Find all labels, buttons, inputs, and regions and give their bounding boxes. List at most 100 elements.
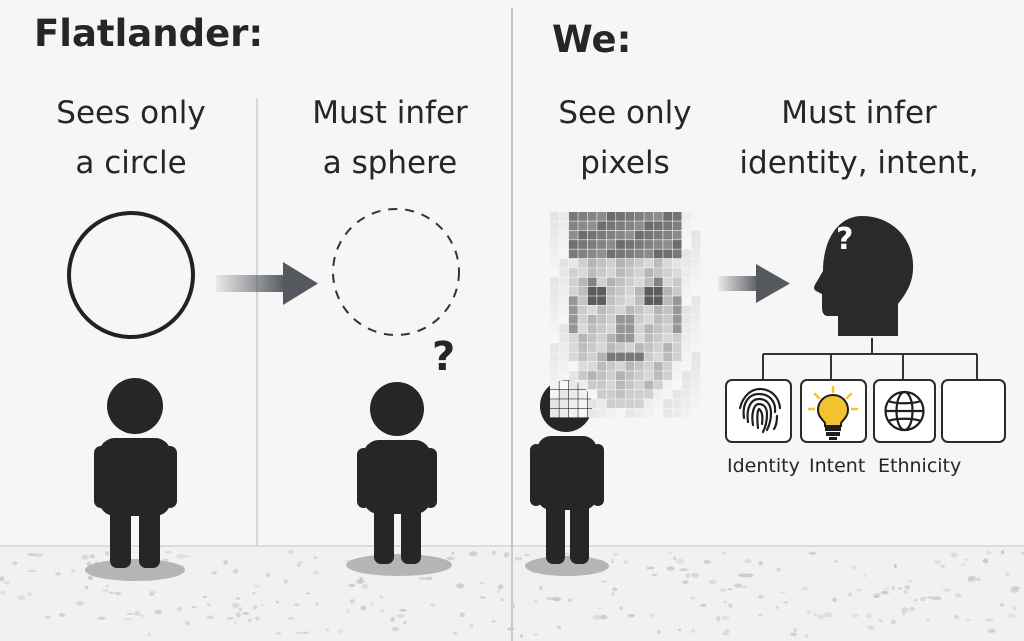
face-pixel: [625, 230, 635, 240]
face-pixel: [672, 333, 682, 343]
face-pixel: [653, 296, 663, 306]
face-pixel: [568, 361, 578, 371]
face-pixel: [616, 296, 625, 306]
face-pixel: [672, 305, 682, 315]
ground-speckle: [3, 580, 11, 585]
face-pixel: [691, 399, 701, 409]
face-pixel: [644, 343, 654, 352]
face-pixel: [672, 352, 682, 362]
face-pixel: [691, 305, 701, 315]
face-pixel: [587, 277, 597, 287]
face-pixel: [691, 361, 701, 371]
ground-speckle: [162, 558, 169, 562]
ground-speckle: [901, 607, 909, 613]
ground-speckle: [260, 603, 265, 606]
face-pixel: [616, 389, 625, 399]
face-pixel: [616, 343, 625, 352]
face-pixel: [682, 315, 691, 324]
face-pixel: [606, 324, 616, 334]
face-pixel: [634, 315, 644, 324]
face-pixel: [559, 277, 569, 287]
ground-speckle: [719, 588, 727, 592]
face-pixel: [597, 212, 607, 221]
face-pixel: [634, 230, 644, 240]
ground-speckle: [673, 556, 677, 561]
ground-speckle: [950, 552, 959, 558]
question-mark-icon: ?: [432, 334, 456, 380]
ground-speckle: [287, 549, 294, 555]
ground-speckle: [646, 566, 655, 570]
face-pixel: [653, 371, 663, 380]
ground-speckle: [349, 598, 355, 604]
ground-speckle: [628, 613, 635, 618]
face-pixel: [616, 315, 625, 324]
face-pixel: [578, 240, 588, 249]
face-pixel: [634, 343, 644, 352]
face-pixel: [644, 371, 654, 380]
ground-speckle: [873, 595, 880, 599]
face-pixel: [663, 324, 673, 334]
face-pixel: [625, 249, 635, 259]
person-figure-icon: [94, 378, 177, 568]
face-pixel: [568, 249, 578, 259]
ground-speckle: [140, 614, 146, 617]
empty-box: [941, 379, 1006, 443]
face-pixel: [606, 352, 616, 362]
face-pixel: [616, 249, 625, 259]
ground-speckle: [147, 632, 151, 637]
face-pixel: [672, 389, 682, 399]
caption-line: a circle: [75, 145, 187, 181]
face-pixel: [606, 221, 616, 231]
face-pixel: [568, 408, 578, 418]
face-pixel: [616, 212, 625, 221]
face-pixel: [663, 296, 673, 306]
face-pixel: [663, 333, 673, 343]
ground-speckle: [520, 634, 524, 638]
pixelated-face-image: [550, 212, 701, 418]
face-pixel: [644, 352, 654, 362]
face-pixel: [625, 268, 635, 277]
face-pixel: [559, 240, 569, 249]
ground-speckle: [804, 634, 809, 639]
face-pixel: [568, 324, 578, 334]
face-pixel: [682, 221, 691, 231]
ground-speckle: [275, 632, 282, 635]
face-pixel: [634, 240, 644, 249]
ground-speckle: [723, 600, 727, 604]
ground-speckle: [97, 616, 106, 620]
face-pixel: [672, 277, 682, 287]
face-pixel: [587, 361, 597, 371]
dashed-sphere-circle: [332, 208, 460, 336]
ground-speckle: [497, 589, 501, 593]
face-pixel: [691, 389, 701, 399]
ground-speckle: [479, 596, 487, 599]
face-pixel: [672, 240, 682, 249]
face-pixel: [663, 371, 673, 380]
ground-speckle: [780, 591, 787, 594]
face-pixel: [550, 212, 559, 221]
face-pixel: [616, 408, 625, 418]
face-pixel: [587, 389, 597, 399]
ground-speckle: [315, 602, 319, 607]
face-pixel: [587, 212, 597, 221]
face-pixel: [625, 408, 635, 418]
face-pixel: [606, 249, 616, 259]
face-pixel: [550, 258, 559, 268]
face-pixel: [587, 305, 597, 315]
face-pixel: [653, 352, 663, 362]
face-pixel: [568, 305, 578, 315]
face-pixel: [682, 296, 691, 306]
ground-speckle: [987, 628, 996, 633]
ground-speckle: [556, 625, 562, 630]
face-pixel: [559, 212, 569, 221]
face-pixel: [559, 268, 569, 277]
face-pixel: [550, 408, 559, 418]
face-pixel: [682, 343, 691, 352]
ground-speckle: [89, 554, 96, 559]
face-pixel: [653, 389, 663, 399]
ground-speckle: [651, 573, 658, 576]
ground-speckle: [855, 588, 862, 592]
face-pixel: [606, 286, 616, 296]
ground-speckle: [611, 592, 615, 596]
